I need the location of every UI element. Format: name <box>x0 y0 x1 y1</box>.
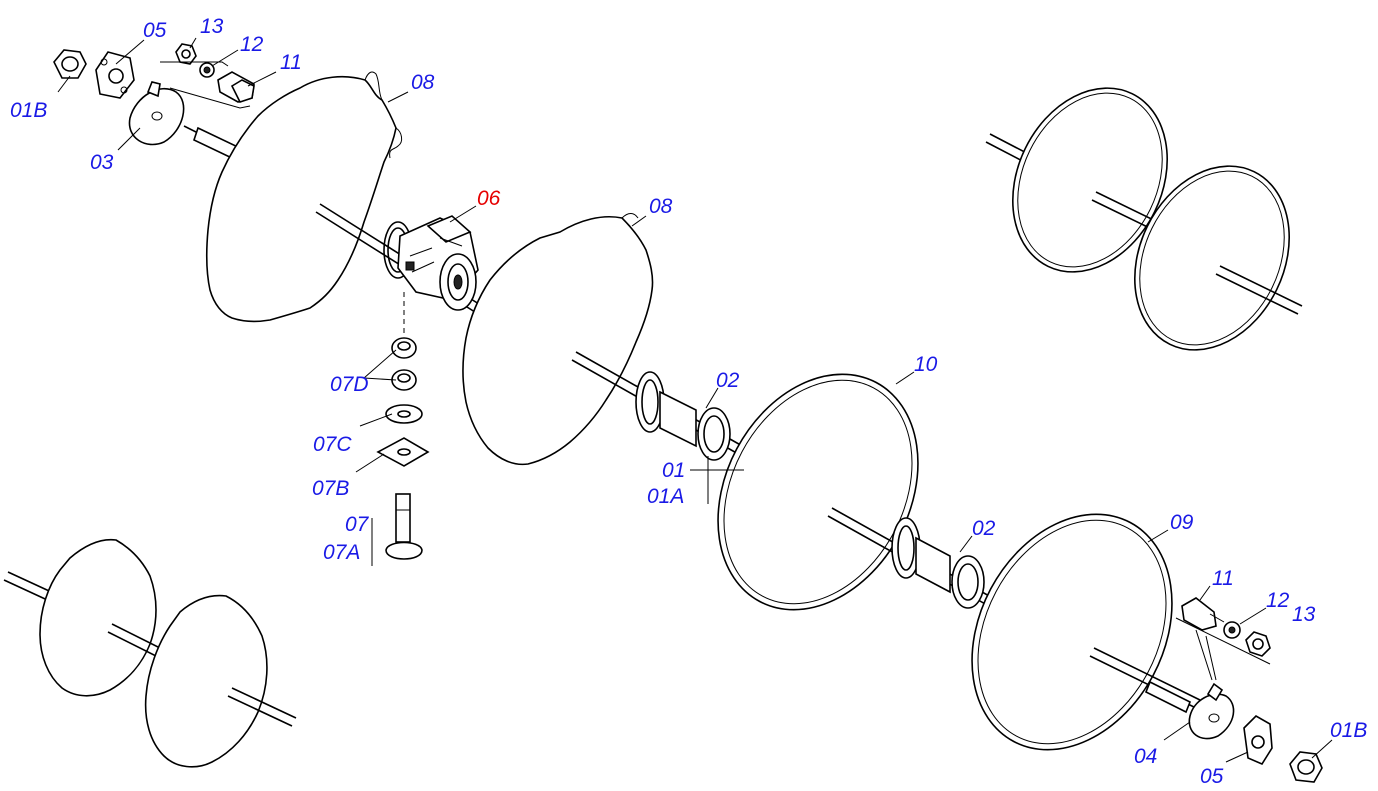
label-08-top: 08 <box>411 71 435 94</box>
spool-02-first <box>635 371 731 461</box>
label-07: 07 <box>345 513 369 536</box>
square-washer-07b <box>376 437 430 467</box>
washer-12-top <box>199 62 215 78</box>
inset-notched-discs <box>3 538 297 768</box>
hub-06 <box>383 215 479 311</box>
smooth-disc-09 <box>971 513 1173 751</box>
nut-13-bottom <box>1245 631 1271 657</box>
label-12-top: 12 <box>240 33 264 56</box>
nut-13-top <box>175 43 197 65</box>
label-02-second: 02 <box>972 517 996 540</box>
label-07C: 07C <box>313 433 352 456</box>
nut-07d-upper <box>391 337 417 359</box>
bolt-11-bottom <box>1181 597 1225 631</box>
washer-07c <box>385 404 423 424</box>
leader-lines <box>57 37 1333 763</box>
notched-disc-08-top <box>205 71 403 323</box>
carriage-bolt-07a <box>385 493 423 560</box>
label-01B-top: 01B <box>10 99 48 122</box>
label-04: 04 <box>1134 745 1158 768</box>
label-11-top: 11 <box>280 51 302 74</box>
label-05-bottom: 05 <box>1200 765 1224 788</box>
label-05-top: 05 <box>143 19 167 42</box>
label-07B: 07B <box>312 477 350 500</box>
label-01: 01 <box>662 459 686 482</box>
label-01A: 01A <box>647 485 685 508</box>
label-09: 09 <box>1170 511 1194 534</box>
label-07A: 07A <box>323 541 361 564</box>
bolt-11-top <box>217 71 255 103</box>
nut-01b-bottom <box>1289 751 1323 783</box>
label-02-first: 02 <box>716 369 740 392</box>
label-01B-bottom: 01B <box>1330 719 1368 742</box>
label-03: 03 <box>90 151 114 174</box>
label-11-bottom: 11 <box>1212 567 1234 590</box>
label-13-bottom: 13 <box>1292 603 1316 626</box>
notched-disc-08-mid <box>462 213 654 466</box>
label-07D: 07D <box>330 373 369 396</box>
scraper-plate-03 <box>128 81 185 146</box>
flange-05-bottom <box>1243 715 1273 766</box>
label-12-bottom: 12 <box>1266 589 1290 612</box>
flange-05-top <box>95 51 135 99</box>
washer-12-bottom <box>1223 621 1241 639</box>
label-13-top: 13 <box>200 15 224 38</box>
scraper-plate-04 <box>1188 682 1235 740</box>
label-10: 10 <box>914 353 938 376</box>
label-06: 06 <box>477 187 501 210</box>
spool-02-second <box>891 517 985 609</box>
inset-smooth-discs <box>985 87 1303 351</box>
nut-01b-top <box>53 49 87 79</box>
label-08-mid: 08 <box>649 195 673 218</box>
